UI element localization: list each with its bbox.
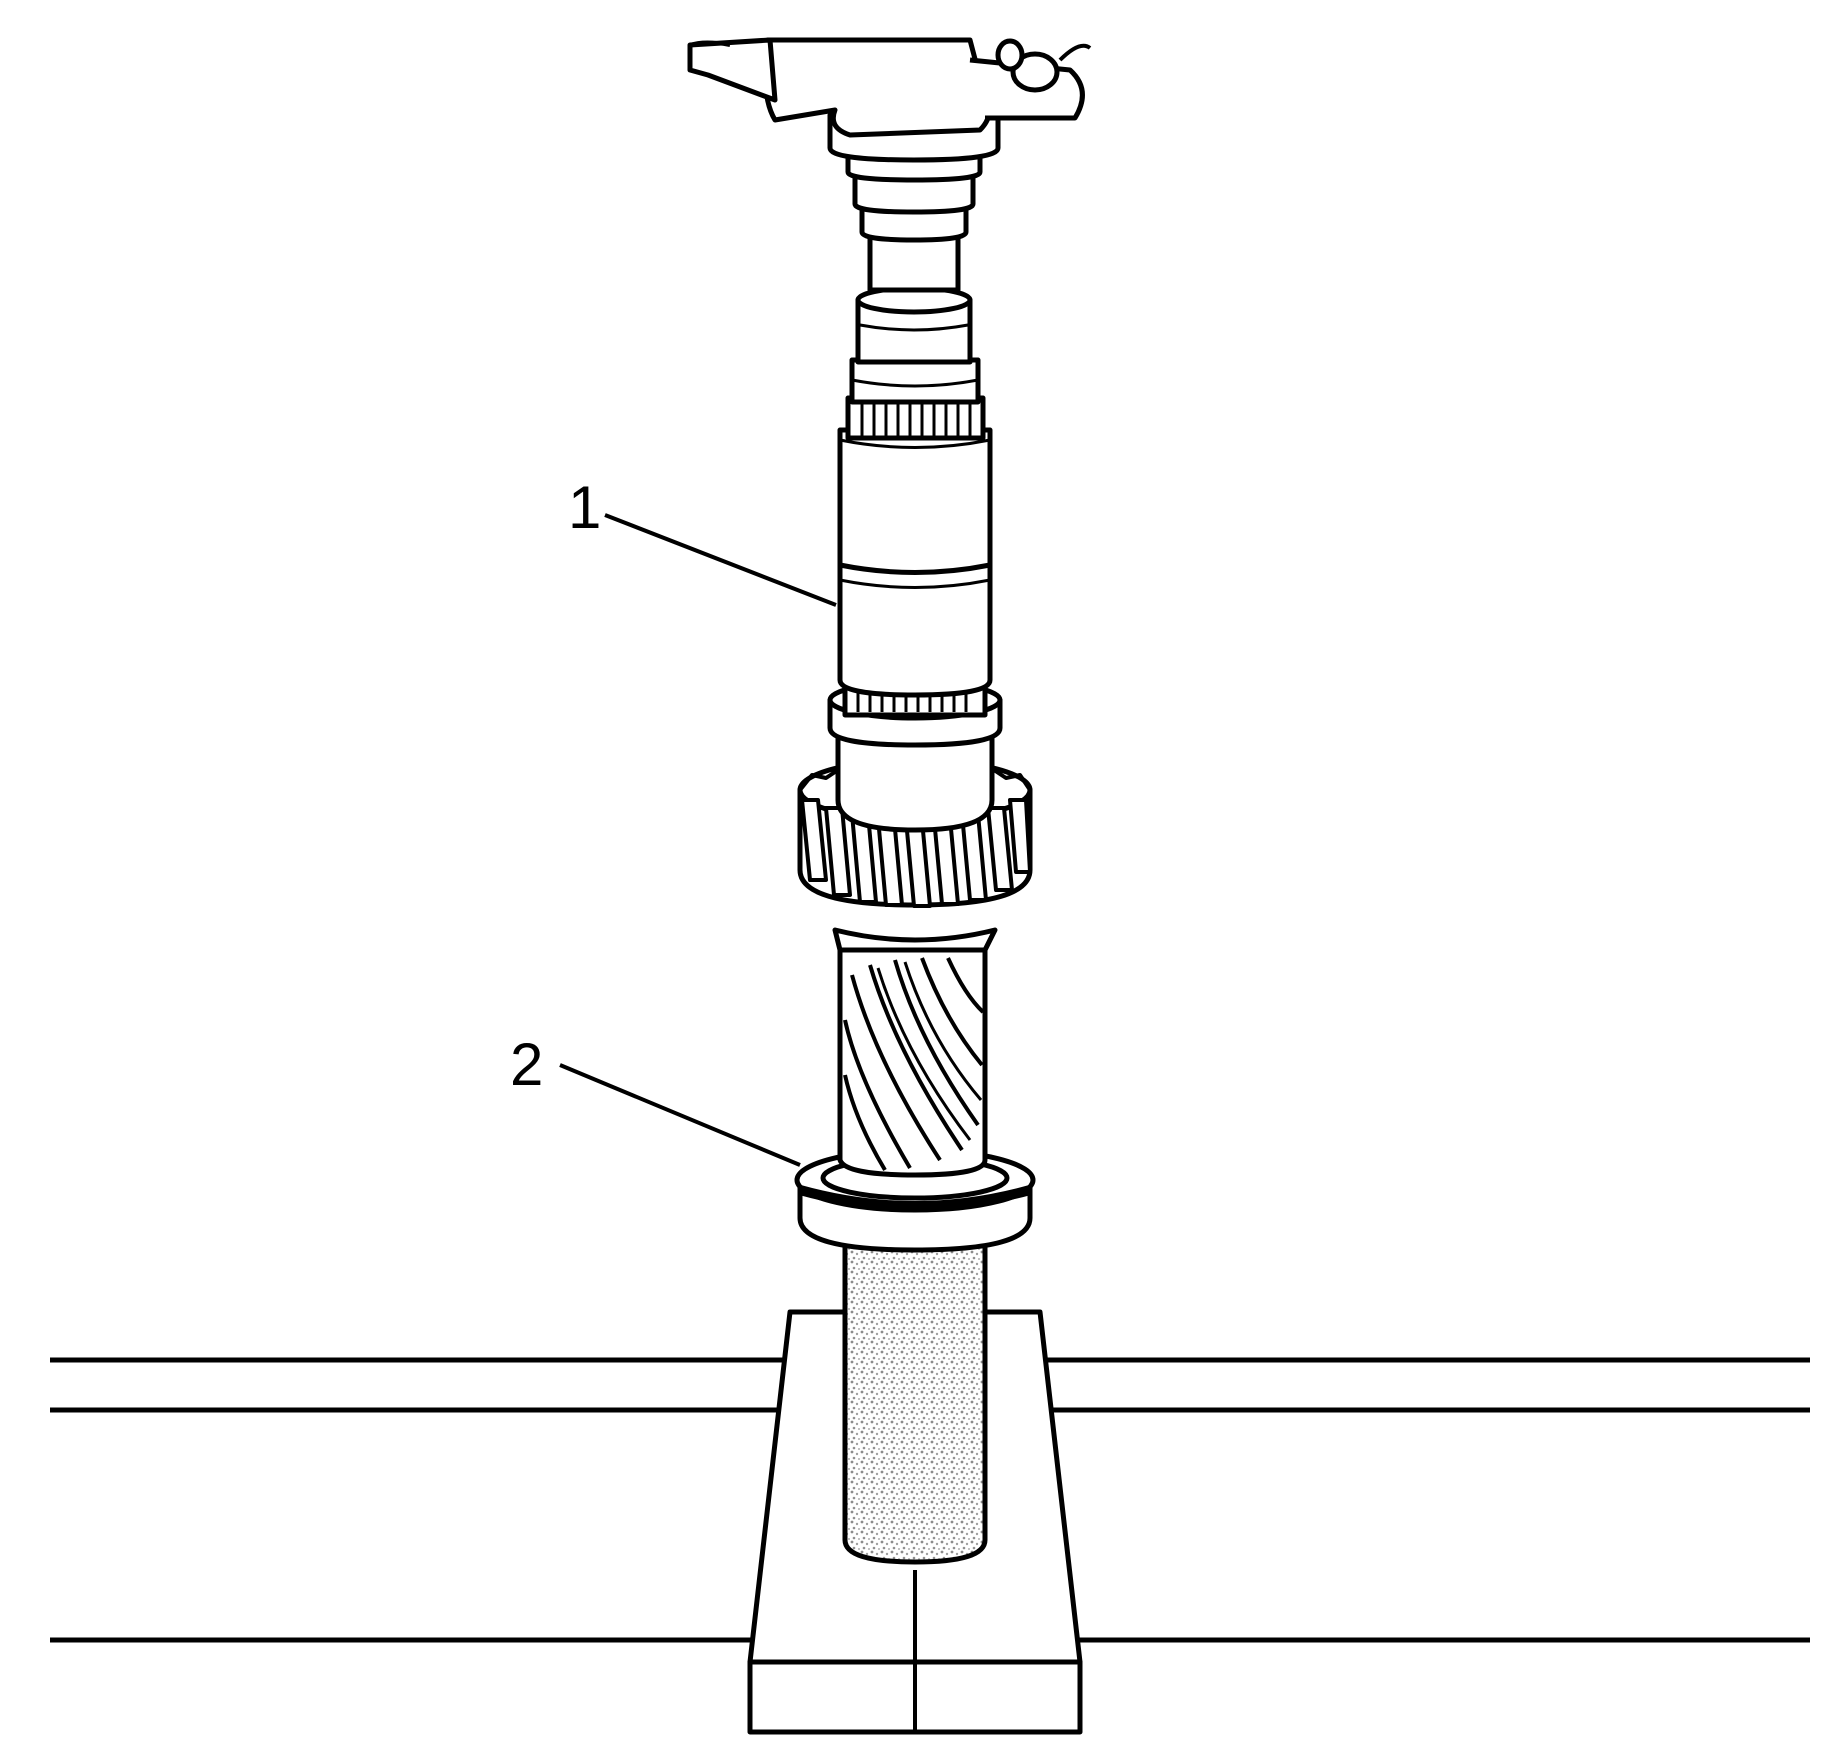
pilot-bar (842, 1237, 988, 1565)
shaft-upper-steps (849, 285, 981, 405)
press-head (687, 37, 1092, 163)
leader-line-2 (559, 1063, 801, 1167)
callout-1: 1 (568, 474, 601, 541)
upper-splines (845, 395, 986, 441)
leader-lines (559, 513, 837, 1167)
leader-line-1 (604, 513, 837, 607)
helical-pinion (837, 947, 988, 1178)
bench-rails (50, 1357, 1810, 1643)
input-shaft (837, 427, 993, 698)
callout-2: 2 (510, 1031, 543, 1098)
